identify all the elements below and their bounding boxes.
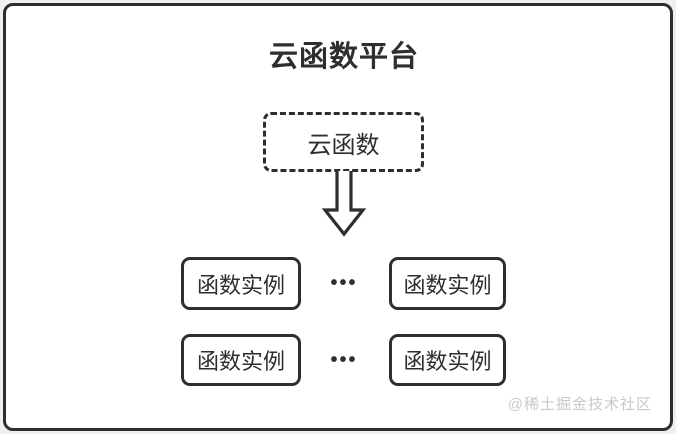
instance-label: 函数实例 — [403, 272, 492, 298]
platform-title: 云函数平台 — [268, 41, 419, 73]
instance-label: 函数实例 — [196, 272, 285, 298]
ellipsis-dots: ••• — [330, 272, 358, 294]
watermark: @稀土掘金技术社区 — [507, 396, 652, 413]
cloud-function-label: 云函数 — [307, 131, 380, 159]
instance-node: 函数实例 — [389, 257, 506, 310]
instance-node: 函数实例 — [389, 334, 506, 386]
cloud-function-node: 云函数 — [263, 112, 424, 172]
instance-node: 函数实例 — [181, 334, 301, 386]
down-arrow-icon — [322, 171, 366, 237]
instance-node: 函数实例 — [181, 257, 301, 310]
instance-label: 函数实例 — [196, 349, 285, 374]
ellipsis-dots: ••• — [330, 349, 358, 371]
platform-frame: 云函数平台 云函数 函数实例 ••• 函数实例 函数实例 ••• 函数实例 @稀… — [3, 3, 673, 431]
instance-label: 函数实例 — [403, 349, 492, 374]
